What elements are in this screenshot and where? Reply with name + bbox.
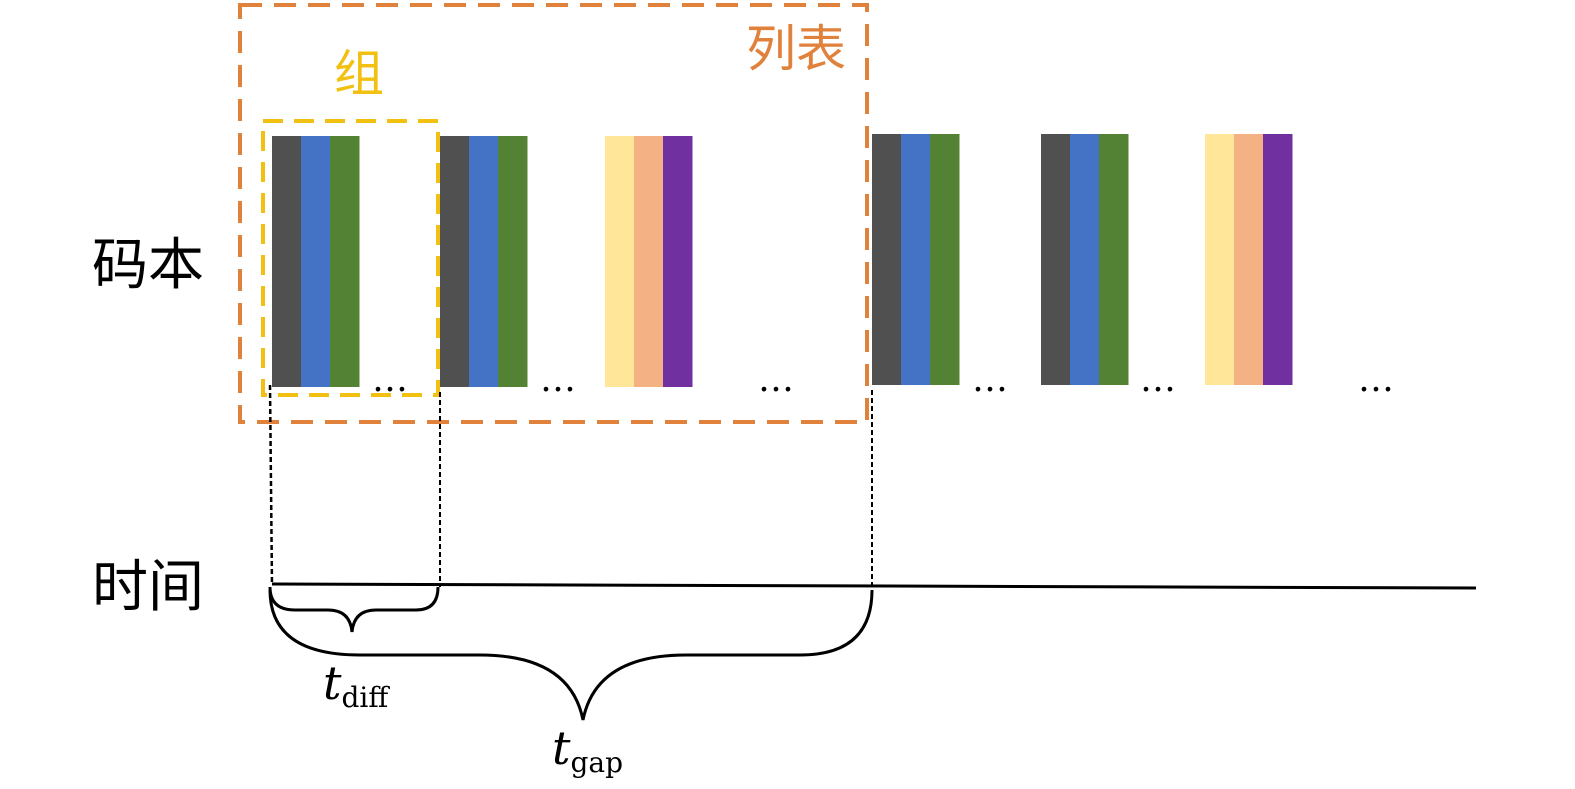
stripe-group [440,136,528,387]
group-outline [261,119,440,397]
stripe-group [272,136,360,387]
t-gap-label: tgap [552,721,623,779]
stripe-blue [901,134,931,385]
ellipsis-1: … [372,359,408,400]
stripe-green [330,136,360,387]
t-diff-main: t [323,656,342,710]
stripe-blue [469,136,499,387]
stripe-purple [663,136,693,387]
ellipsis-2: … [540,359,576,400]
list-outline [238,3,869,424]
list-label: 列表 [746,20,846,78]
stripe-dark-gray [1041,134,1071,385]
stripe-green [930,134,960,385]
t-diff-label: tdiff [323,656,390,714]
ellipsis-3: … [758,359,794,400]
time-label: 时间 [92,555,204,620]
group-label: 组 [334,45,384,103]
stripe-green [1099,134,1129,385]
stripe-light-yellow [1205,134,1235,385]
codebook-label: 码本 [92,233,204,298]
stripe-dark-gray [872,134,902,385]
stripe-group [605,136,693,387]
stripe-blue [301,136,331,387]
stripe-green [498,136,528,387]
guide-line-group-start [268,384,274,586]
stripe-dark-gray [272,136,302,387]
ellipsis-5: … [1140,359,1176,400]
t-gap-brace [268,589,874,721]
t-diff-brace [268,586,440,633]
stripe-peach [634,136,664,387]
stripe-group [1041,134,1129,385]
time-axis [271,582,1477,590]
t-gap-main: t [552,721,571,775]
stripe-blue [1070,134,1100,385]
stripe-purple [1263,134,1293,385]
codebook-stripes [272,134,1293,387]
stripe-peach [1234,134,1264,385]
t-gap-sub: gap [571,746,624,779]
ellipsis-4: … [972,359,1008,400]
ellipsis-6: … [1358,359,1394,400]
stripe-group [872,134,960,385]
t-diff-sub: diff [342,681,391,714]
stripe-dark-gray [440,136,470,387]
stripe-light-yellow [605,136,635,387]
stripe-group [1205,134,1293,385]
